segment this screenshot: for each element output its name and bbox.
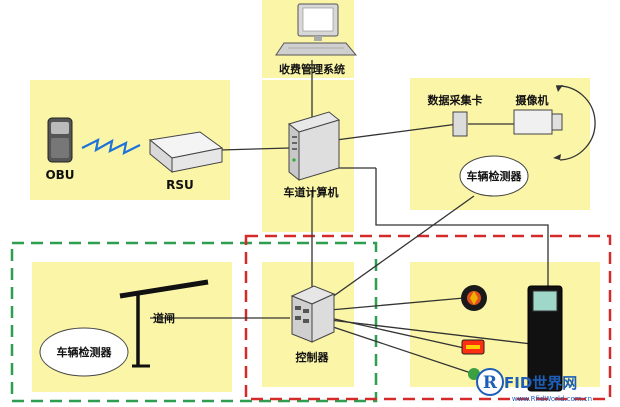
barrier-gate-icon: [119, 279, 209, 368]
display-panel-icon: [527, 285, 563, 392]
zone-signals: [410, 262, 600, 387]
obu-device-icon: [47, 117, 73, 163]
server-tower-icon: [287, 111, 341, 182]
data-card-icon: [452, 111, 468, 137]
vehicle-detector-top-label: 车辆检测器: [467, 169, 523, 183]
data-card-label: 数据采集卡: [428, 93, 483, 107]
green-dashed-region: [10, 241, 378, 403]
warning-sign-icon: [461, 339, 485, 355]
vehicle-detector-left-label: 车辆检测器: [57, 345, 113, 359]
rsu-label: RSU: [166, 178, 194, 192]
watermark-url: www.RfidWorld.com.cn: [512, 395, 592, 403]
watermark-logo: R FID世界网 www.RfidWorld.com.cn: [476, 368, 592, 403]
camera-icon: [513, 85, 596, 161]
camera-label: 摄像机: [516, 93, 549, 107]
rsu-antenna-icon: [148, 131, 224, 174]
vehicle-detector-left-icon: [39, 327, 129, 377]
computer-monitor-icon: [275, 3, 358, 56]
wireless-signal-icon: [81, 138, 141, 155]
management-system-label: 收费管理系统: [279, 62, 345, 76]
traffic-light-icon: [461, 285, 487, 311]
watermark-letter: R: [483, 373, 498, 393]
controller-label: 控制器: [296, 350, 330, 364]
obu-label: OBU: [45, 168, 74, 182]
connection-lines: [150, 60, 549, 375]
barrier-gate-label: 道闸: [153, 311, 175, 325]
watermark-text: FID世界网: [504, 374, 577, 392]
controller-box-icon: [290, 285, 336, 343]
lane-computer-label: 车道计算机: [284, 185, 339, 199]
vehicle-detector-top-icon: [459, 155, 529, 197]
